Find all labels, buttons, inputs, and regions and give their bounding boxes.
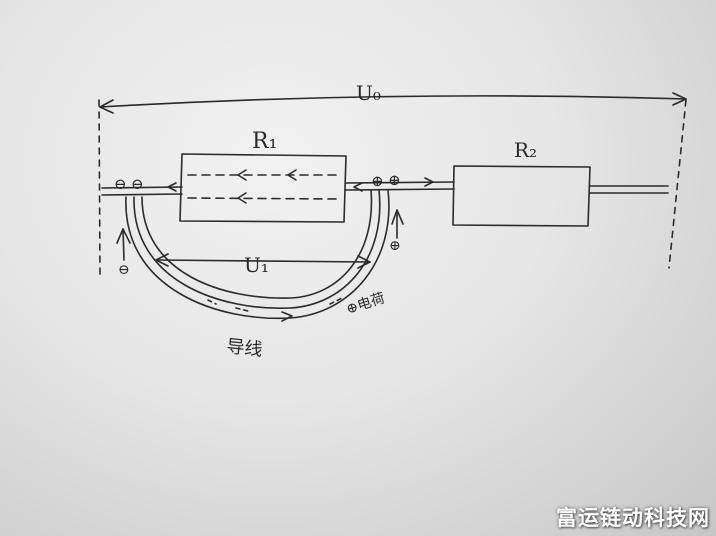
total-voltage-arrowhead-right: [672, 92, 687, 106]
middle-wire-current-arrow: [353, 182, 363, 192]
total-voltage-arrowhead-left: [99, 99, 114, 114]
resistor-r1-box: [179, 153, 347, 223]
main-wire-left-bottom: [101, 193, 183, 196]
watermark-text: 富运链动科技网: [556, 506, 710, 530]
bypass-flow-dash-1: [207, 299, 217, 305]
right-boundary-dashed-line: [668, 99, 687, 269]
minus-sign-left-1: ⊖: [114, 175, 127, 193]
total-voltage-arrow: [99, 95, 687, 108]
bypass-flow-dash-2: [235, 307, 249, 312]
main-wire-middle-bottom: [345, 188, 455, 191]
resistor-r2-box: [452, 165, 591, 227]
left-wire-current-arrow: [167, 182, 177, 192]
total-voltage-label: U₀: [356, 81, 381, 105]
r1-current-arrow-2: [287, 169, 297, 181]
r1-current-line-bottom: [187, 197, 339, 200]
plus-sign-junction-1: ⊕: [371, 172, 384, 190]
minus-sign-left-2: ⊖: [131, 175, 144, 193]
voltage-u1-arrowhead-right: [357, 255, 371, 269]
bypass-current-arrow-bottom: [281, 311, 293, 322]
bypass-wire-inner: [141, 189, 373, 299]
bypass-current-arrow-left-stem: [122, 228, 125, 261]
plus-sign-bypass: ⊕: [389, 238, 401, 254]
left-boundary-dashed-line: [98, 99, 101, 276]
resistor-r1-label: R₁: [252, 129, 277, 154]
voltage-u1-arrow: [155, 259, 371, 263]
r1-current-arrow-3: [237, 192, 247, 204]
resistor-r2-label: R₂: [514, 138, 537, 162]
voltage-u1-label: U₁: [244, 253, 269, 277]
main-wire-middle-top: [345, 181, 455, 184]
bypass-wire-outer: [125, 189, 390, 320]
plus-sign-junction-2: ⊕: [388, 171, 401, 189]
r1-current-arrow-1: [237, 169, 247, 181]
bypass-wire-middle: [133, 189, 381, 309]
wire-label: 导线: [225, 336, 263, 361]
minus-sign-bypass: ⊖: [118, 262, 130, 278]
bypass-flow-dash-3: [329, 297, 343, 305]
middle-wire-arrow-right: [424, 177, 434, 187]
